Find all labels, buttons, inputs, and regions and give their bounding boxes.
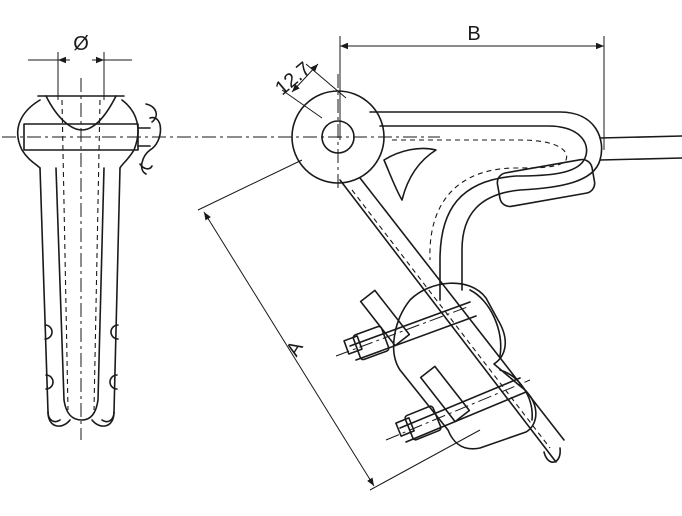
pin-eye (291, 90, 385, 184)
bolt-upper (335, 301, 477, 361)
strap (339, 177, 565, 463)
pin-dimension: 12.7 (271, 58, 347, 119)
a-label: A (282, 337, 308, 361)
diameter-dimension: Ø (28, 33, 132, 100)
side-view: Ø (2, 33, 240, 440)
b-label: B (467, 23, 480, 45)
cotter-pin (137, 103, 162, 175)
a-dimension: A (197, 159, 481, 491)
side-body (16, 95, 139, 427)
hook-body (369, 111, 682, 301)
front-view: B 12.7 A (197, 23, 682, 491)
keeper (359, 282, 537, 450)
diameter-label: Ø (73, 33, 89, 55)
pin-label: 12.7 (271, 58, 315, 100)
bolt-lower (385, 377, 531, 443)
b-dimension: B (339, 23, 605, 150)
